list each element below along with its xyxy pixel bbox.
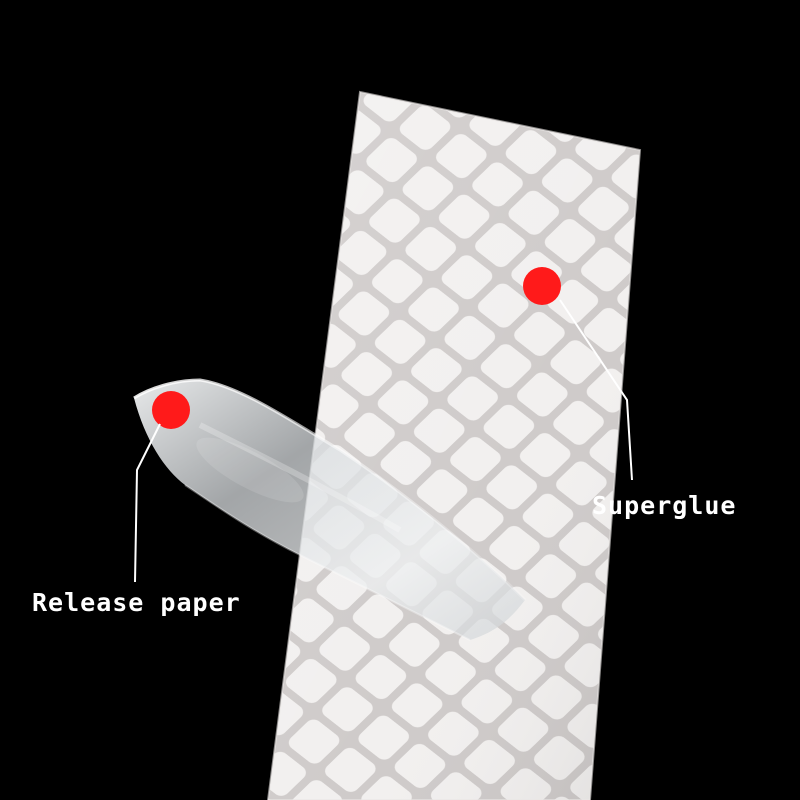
release-paper-marker-dot bbox=[152, 391, 190, 429]
release-paper-leader-line bbox=[134, 423, 161, 583]
superglue-label: Superglue bbox=[592, 491, 737, 520]
superglue-leader-line bbox=[559, 299, 633, 481]
release-film bbox=[133, 378, 527, 641]
release-paper-label: Release paper bbox=[32, 588, 241, 617]
superglue-marker-dot bbox=[523, 267, 561, 305]
